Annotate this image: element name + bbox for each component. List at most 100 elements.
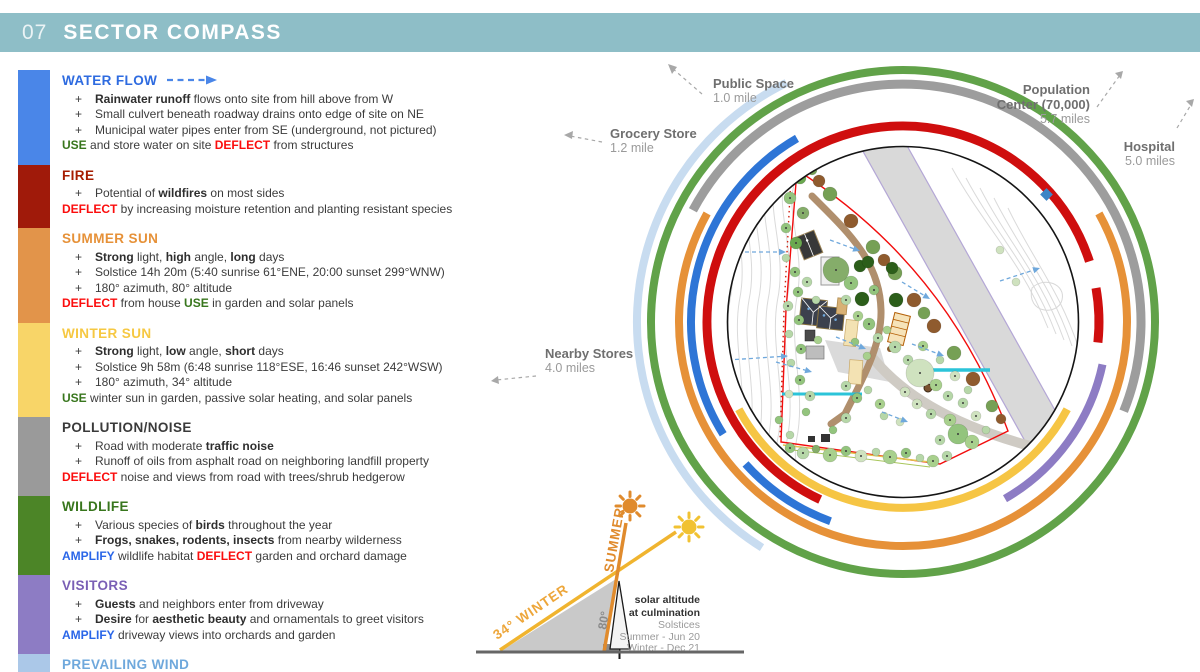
section-action-line: DEFLECT noise and views from road with t…	[62, 470, 429, 486]
section-pollution-noise: POLLUTION/NOISE+Road with moderate traff…	[18, 417, 470, 496]
tree	[781, 253, 791, 263]
text-segment: angle,	[185, 344, 226, 358]
section-color-bar-pollution-noise	[18, 417, 50, 496]
section-water-flow: WATER FLOW+Rainwater runoff flows onto s…	[18, 70, 470, 165]
flow-arrow	[829, 239, 856, 250]
flow-arrowhead	[779, 248, 786, 256]
flow-arrowhead	[858, 343, 866, 350]
tree	[877, 253, 891, 267]
section-title: WATER FLOW	[62, 73, 437, 89]
text-segment: traffic noise	[205, 438, 274, 453]
plus-bullet-icon: +	[75, 186, 83, 200]
property-boundary	[780, 169, 1009, 465]
tree-center-dot	[957, 433, 959, 435]
tree-center-dot	[845, 417, 847, 419]
garage	[805, 345, 825, 360]
bullet-item: +Guests and neighbors enter from drivewa…	[62, 597, 424, 613]
text-segment: flows onto site from hill above from W	[190, 91, 394, 106]
contour-line	[791, 183, 801, 487]
garden-bed	[847, 359, 864, 385]
text-segment: AMPLIFY	[62, 548, 115, 563]
page-title: SECTOR COMPASS	[63, 20, 282, 44]
plus-bullet-icon: +	[75, 280, 83, 295]
contour-line	[772, 175, 782, 487]
plus-bullet-icon: +	[75, 359, 83, 374]
sun-ray	[677, 515, 684, 522]
contour-line	[965, 177, 1057, 335]
tree-center-dot	[785, 227, 787, 229]
plus-bullet-icon: +	[75, 122, 83, 137]
text-segment: Strong	[95, 344, 134, 358]
tree	[946, 345, 962, 361]
tree	[917, 306, 931, 320]
tree-center-dot	[835, 269, 837, 271]
hospital-arrowhead-icon	[1186, 99, 1194, 107]
tree-center-dot	[930, 413, 932, 415]
label-distance: 5.0 miles	[1124, 154, 1175, 168]
tree	[811, 295, 821, 305]
text-segment: throughout the year	[224, 517, 333, 532]
tree	[862, 351, 872, 361]
section-title: FIRE	[62, 167, 95, 183]
tree	[985, 399, 999, 413]
tree	[906, 292, 922, 308]
bullet-item: +Solstice 14h 20m (5:40 sunrise 61°ENE, …	[62, 265, 445, 281]
map-boundary-circle	[726, 145, 1080, 499]
sun-altitude-diagram: 34° WINTER SUMMER 80° solar altitude at …	[476, 490, 744, 659]
section-title: PREVAILING WIND	[62, 657, 190, 672]
tree	[784, 329, 794, 339]
text-segment: light,	[133, 344, 166, 358]
tree-center-dot	[946, 455, 948, 457]
label-distance: 1.0 mile	[713, 91, 757, 105]
plus-bullet-icon: +	[75, 454, 83, 468]
tree	[915, 453, 925, 463]
tree	[981, 425, 991, 435]
text-segment: light,	[133, 249, 166, 264]
tree-center-dot	[935, 384, 937, 386]
bullet-item: +Road with moderate traffic noise	[62, 439, 429, 455]
header-bar: 07 SECTOR COMPASS	[0, 13, 1200, 52]
tree-center-dot	[845, 299, 847, 301]
bullet-item: +180° azimuth, 34° altitude	[62, 375, 443, 391]
contour-line	[951, 167, 1049, 329]
winter-shade-triangle	[501, 579, 616, 651]
text-segment: on most sides	[207, 186, 285, 200]
plus-bullet-icon: +	[75, 533, 83, 547]
text-segment: in garden and solar panels	[208, 296, 354, 310]
flow-arrowhead	[936, 350, 944, 357]
flow-arrow	[911, 343, 940, 355]
tree-center-dot	[904, 391, 906, 393]
label-distance: 1.2 mile	[610, 141, 654, 155]
bullet-text: 180° azimuth, 80° altitude	[95, 281, 232, 297]
tree-center-dot	[789, 197, 791, 199]
section-visitors: VISITORS+Guests and neighbors enter from…	[18, 575, 470, 654]
tree-center-dot	[829, 454, 831, 456]
bullet-text: Desire for aesthetic beauty and ornament…	[95, 612, 424, 628]
text-segment: days	[255, 344, 284, 358]
flow-arrowhead	[922, 292, 930, 299]
road-edge-west	[859, 146, 1031, 451]
flow-arrowhead	[900, 416, 908, 423]
tree	[888, 292, 904, 308]
text-segment: birds	[195, 517, 225, 532]
tree	[1011, 277, 1021, 287]
tree	[786, 358, 796, 368]
section-content: WINTER SUN+Strong light, low angle, shor…	[50, 323, 443, 418]
section-content: WILDLIFE+Various species of birds throug…	[50, 496, 407, 575]
bullet-text: Strong light, high angle, long days	[95, 250, 284, 266]
tree	[828, 425, 838, 435]
tree-center-dot	[954, 375, 956, 377]
label-nearby-stores: Nearby Stores 4.0 miles	[545, 346, 633, 376]
plus-bullet-icon: +	[75, 107, 83, 121]
text-segment: angle,	[191, 249, 231, 264]
tree	[811, 444, 821, 454]
section-wildlife: WILDLIFE+Various species of birds throug…	[18, 496, 470, 575]
bullet-text: Frogs, snakes, rodents, insects from nea…	[95, 533, 402, 549]
grocery-store-arrowhead-icon	[564, 131, 573, 139]
label-name: Nearby Stores	[545, 346, 634, 361]
text-segment: DEFLECT	[196, 548, 253, 563]
text-segment: Solstice 9h 58m (6:48 sunrise 118°ESE, 1…	[95, 359, 443, 374]
tree-center-dot	[850, 282, 852, 284]
label-arrows	[491, 64, 1194, 384]
